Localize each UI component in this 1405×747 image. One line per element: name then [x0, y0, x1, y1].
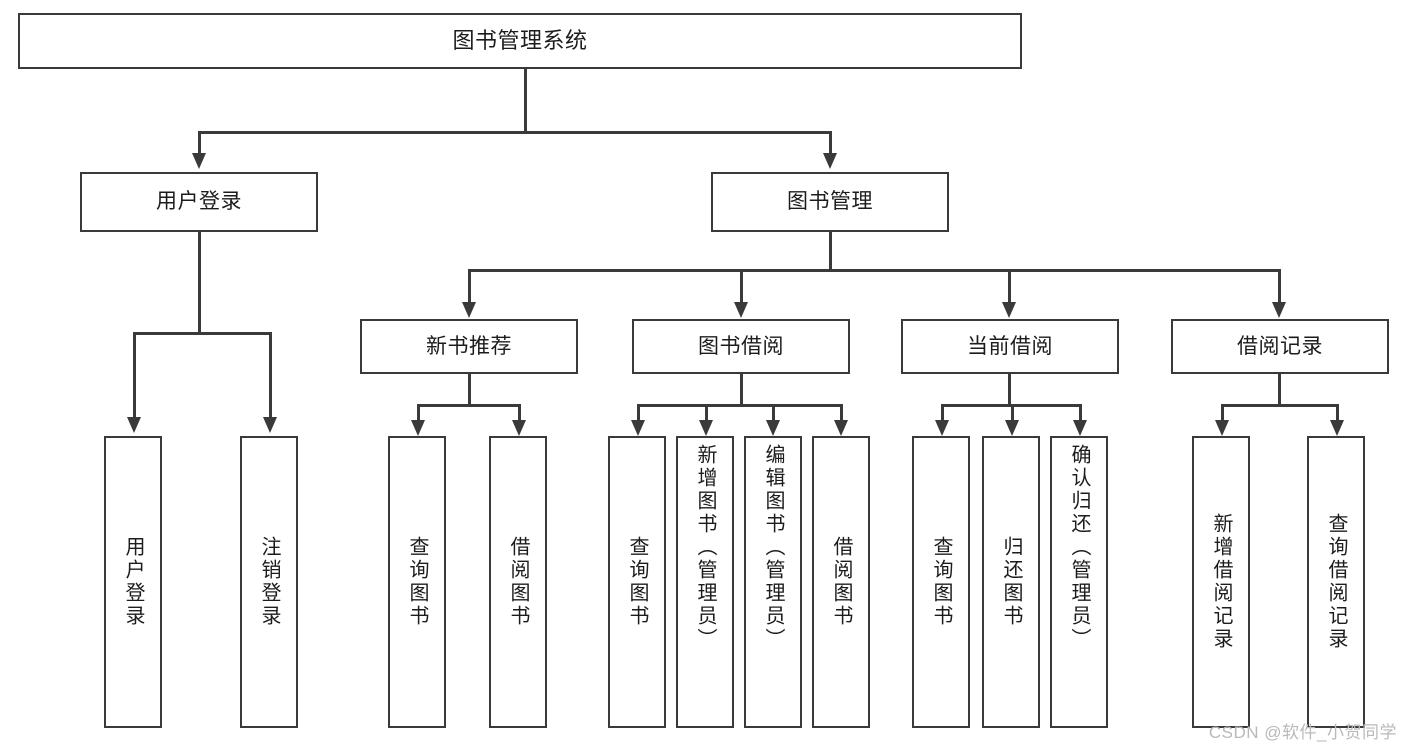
node-label: 新增借阅记录 — [1210, 513, 1232, 651]
connector-bookmgmt-to-newbook — [468, 269, 471, 303]
node-label: 归还图书 — [1000, 536, 1022, 628]
arrow-bookborrow-to-leaf3 — [766, 420, 780, 436]
arrow-borrowrecord-to-leaf2 — [1330, 420, 1344, 436]
connector-currentborrow-to-leaf3 — [1079, 404, 1082, 421]
connector-bookmgmt-bus — [468, 269, 1280, 272]
connector-borrowrecord-to-leaf1 — [1221, 404, 1224, 421]
node-label: 查询图书 — [930, 536, 952, 628]
node-label: 新增图书（管理员） — [694, 444, 716, 651]
leaf-add-borrow-record[interactable]: 新增借阅记录 — [1192, 436, 1250, 728]
connector-root-to-userlogin — [198, 131, 201, 155]
node-book-management[interactable]: 图书管理 — [711, 172, 949, 232]
leaf-query-book-newbook[interactable]: 查询图书 — [388, 436, 446, 728]
arrow-newbook-to-leaf1 — [411, 420, 425, 436]
connector-bookmgmt-to-bookborrow — [740, 269, 743, 303]
node-label: 借阅图书 — [830, 536, 852, 628]
connector-currentborrow-to-leaf1 — [941, 404, 944, 421]
connector-borrowrecord-bus — [1221, 404, 1338, 407]
connector-userlogin-to-leaf2 — [269, 332, 272, 418]
arrow-root-to-bookmgmt — [823, 153, 837, 169]
connector-bookborrow-to-leaf2 — [705, 404, 708, 421]
node-book-borrow[interactable]: 图书借阅 — [632, 319, 850, 374]
node-label: 图书借阅 — [698, 334, 784, 358]
connector-currentborrow-to-leaf2 — [1011, 404, 1014, 421]
connector-root-bus — [198, 131, 831, 134]
connector-bookborrow-stem — [740, 374, 743, 406]
connector-borrowrecord-stem — [1278, 374, 1281, 406]
connector-bookborrow-to-leaf1 — [637, 404, 640, 421]
connector-bookborrow-to-leaf3 — [772, 404, 775, 421]
leaf-add-book-admin[interactable]: 新增图书（管理员） — [676, 436, 734, 728]
arrow-userlogin-to-leaf2 — [263, 417, 277, 433]
arrow-bookmgmt-to-borrowrecord — [1272, 302, 1286, 318]
node-label: 借阅图书 — [507, 536, 529, 628]
node-user-login[interactable]: 用户登录 — [80, 172, 318, 232]
connector-newbook-bus — [417, 404, 520, 407]
leaf-edit-book-admin[interactable]: 编辑图书（管理员） — [744, 436, 802, 728]
node-label: 查询图书 — [626, 536, 648, 628]
connector-userlogin-stem — [198, 232, 201, 333]
node-borrow-record[interactable]: 借阅记录 — [1171, 319, 1389, 374]
node-label: 新书推荐 — [426, 334, 512, 358]
arrow-currentborrow-to-leaf2 — [1005, 420, 1019, 436]
node-label: 当前借阅 — [967, 334, 1053, 358]
leaf-return-book[interactable]: 归还图书 — [982, 436, 1040, 728]
arrow-bookborrow-to-leaf2 — [699, 420, 713, 436]
connector-root-to-bookmgmt — [829, 131, 832, 155]
leaf-borrow-book-borrow[interactable]: 借阅图书 — [812, 436, 870, 728]
node-new-book-recommend[interactable]: 新书推荐 — [360, 319, 578, 374]
node-label: 查询图书 — [406, 536, 428, 628]
node-root-system[interactable]: 图书管理系统 — [18, 13, 1022, 69]
node-label: 注销登录 — [258, 536, 280, 628]
node-label: 借阅记录 — [1237, 334, 1323, 358]
connector-bookmgmt-to-currentborrow — [1008, 269, 1011, 303]
arrow-bookmgmt-to-currentborrow — [1002, 302, 1016, 318]
arrow-bookmgmt-to-newbook — [462, 302, 476, 318]
arrow-bookmgmt-to-bookborrow — [734, 302, 748, 318]
connector-bookborrow-bus — [637, 404, 840, 407]
arrow-currentborrow-to-leaf3 — [1073, 420, 1087, 436]
leaf-logout[interactable]: 注销登录 — [240, 436, 298, 728]
node-label: 查询借阅记录 — [1325, 513, 1347, 651]
connector-borrowrecord-to-leaf2 — [1336, 404, 1339, 421]
connector-bookmgmt-stem — [829, 232, 832, 271]
connector-userlogin-to-leaf1 — [133, 332, 136, 418]
leaf-borrow-book-newbook[interactable]: 借阅图书 — [489, 436, 547, 728]
arrow-root-to-userlogin — [192, 153, 206, 169]
connector-bookborrow-to-leaf4 — [840, 404, 843, 421]
arrow-bookborrow-to-leaf4 — [834, 420, 848, 436]
arrow-borrowrecord-to-leaf1 — [1215, 420, 1229, 436]
leaf-query-borrow-record[interactable]: 查询借阅记录 — [1307, 436, 1365, 728]
arrow-bookborrow-to-leaf1 — [631, 420, 645, 436]
leaf-user-login[interactable]: 用户登录 — [104, 436, 162, 728]
connector-newbook-to-leaf1 — [417, 404, 420, 421]
connector-bookmgmt-to-borrowrecord — [1278, 269, 1281, 303]
node-label: 确认归还（管理员） — [1068, 444, 1090, 651]
connector-newbook-stem — [468, 374, 471, 406]
connector-root-stem — [524, 69, 527, 132]
node-current-borrow[interactable]: 当前借阅 — [901, 319, 1119, 374]
node-label: 用户登录 — [156, 190, 242, 214]
leaf-confirm-return-admin[interactable]: 确认归还（管理员） — [1050, 436, 1108, 728]
arrow-currentborrow-to-leaf1 — [935, 420, 949, 436]
arrow-userlogin-to-leaf1 — [127, 417, 141, 433]
leaf-query-book-borrow[interactable]: 查询图书 — [608, 436, 666, 728]
arrow-newbook-to-leaf2 — [512, 420, 526, 436]
connector-userlogin-bus — [133, 332, 271, 335]
node-label: 图书管理 — [787, 190, 873, 214]
leaf-query-book-current[interactable]: 查询图书 — [912, 436, 970, 728]
node-label: 编辑图书（管理员） — [762, 444, 784, 651]
connector-newbook-to-leaf2 — [518, 404, 521, 421]
connector-currentborrow-stem — [1008, 374, 1011, 406]
node-label: 图书管理系统 — [452, 28, 588, 54]
node-label: 用户登录 — [122, 536, 144, 628]
